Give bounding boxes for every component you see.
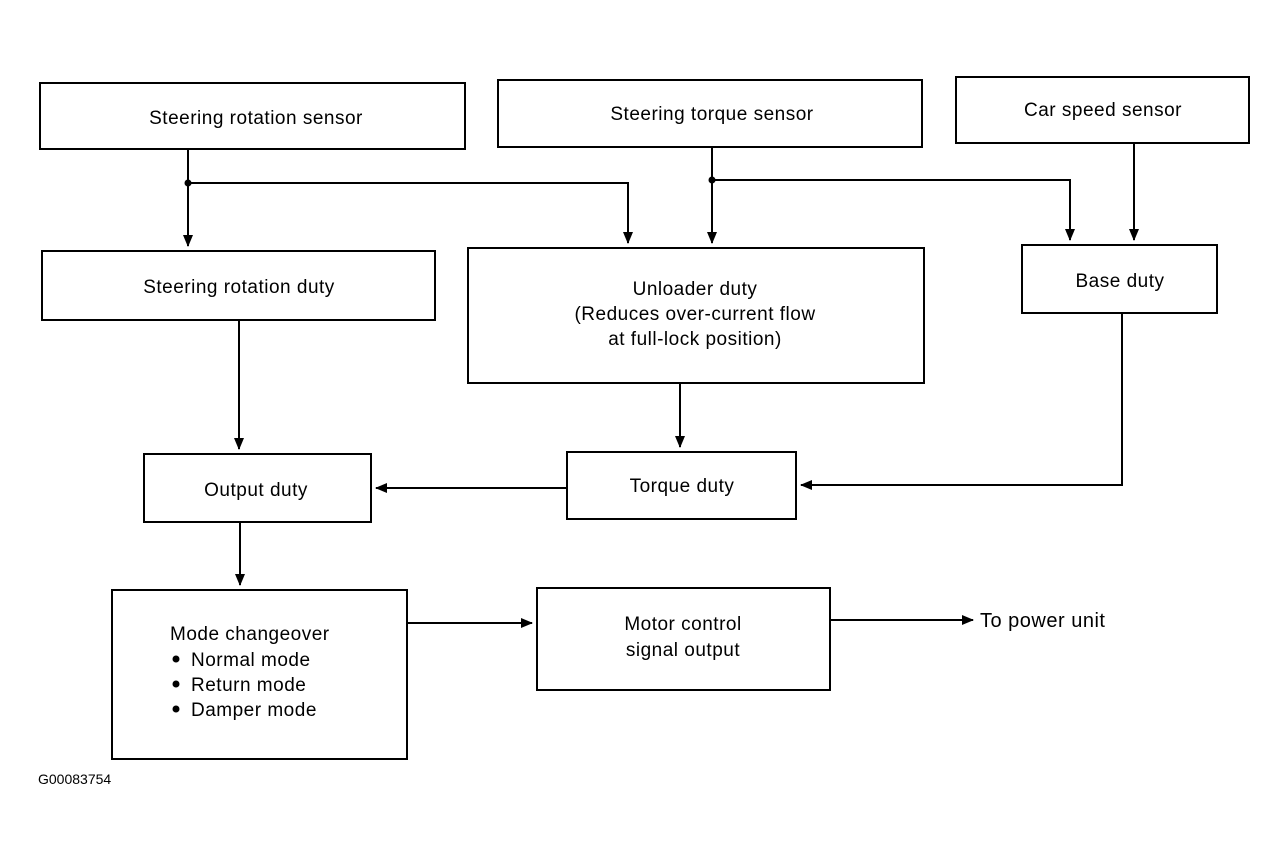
box-car-speed-sensor: Car speed sensor <box>955 76 1250 144</box>
arrow-torque-sensor-to-base <box>712 179 1075 241</box>
box-mode-changeover: Mode changeover Normal mode Return mode … <box>111 589 408 760</box>
bullet-icon <box>172 680 180 688</box>
steering-rotation-sensor-label: Steering rotation sensor <box>149 108 363 129</box>
box-unloader-duty: Unloader duty (Reduces over-current flow… <box>467 247 925 384</box>
box-base-duty: Base duty <box>1021 244 1218 314</box>
unloader-duty-note-line1: (Reduces over-current flow <box>574 304 815 325</box>
connectors <box>183 143 1139 628</box>
box-steering-torque-sensor: Steering torque sensor <box>497 79 923 148</box>
base-duty-label: Base duty <box>1076 271 1165 292</box>
normal-mode-label: Normal mode <box>191 650 311 671</box>
steering-rotation-duty-label: Steering rotation duty <box>143 277 335 298</box>
output-duty-label: Output duty <box>204 480 308 501</box>
damper-mode-label: Damper mode <box>191 700 317 721</box>
box-motor-control: Motor control signal output <box>536 587 831 691</box>
motor-control-label-line2: signal output <box>626 640 740 661</box>
bullet-icon <box>172 655 180 663</box>
unloader-duty-note-line2: at full-lock position) <box>608 329 782 350</box>
unloader-duty-label: Unloader duty <box>633 279 758 300</box>
motor-control-label-line1: Motor control <box>624 614 741 635</box>
bullet-icon <box>172 705 180 713</box>
torque-duty-label: Torque duty <box>630 476 735 497</box>
box-steering-rotation-duty: Steering rotation duty <box>41 250 436 321</box>
figure-code: G00083754 <box>38 771 111 787</box>
car-speed-sensor-label: Car speed sensor <box>1024 100 1182 121</box>
arrow-rotation-sensor-to-unloader <box>188 182 633 244</box>
box-steering-rotation-sensor: Steering rotation sensor <box>39 82 466 150</box>
mode-changeover-label: Mode changeover <box>170 624 330 645</box>
arrow-base-to-torque <box>800 313 1123 490</box>
box-output-duty: Output duty <box>143 453 372 523</box>
return-mode-label: Return mode <box>191 675 306 696</box>
steering-torque-sensor-label: Steering torque sensor <box>610 104 813 125</box>
box-torque-duty: Torque duty <box>566 451 797 520</box>
to-power-unit-label: To power unit <box>980 610 1105 632</box>
